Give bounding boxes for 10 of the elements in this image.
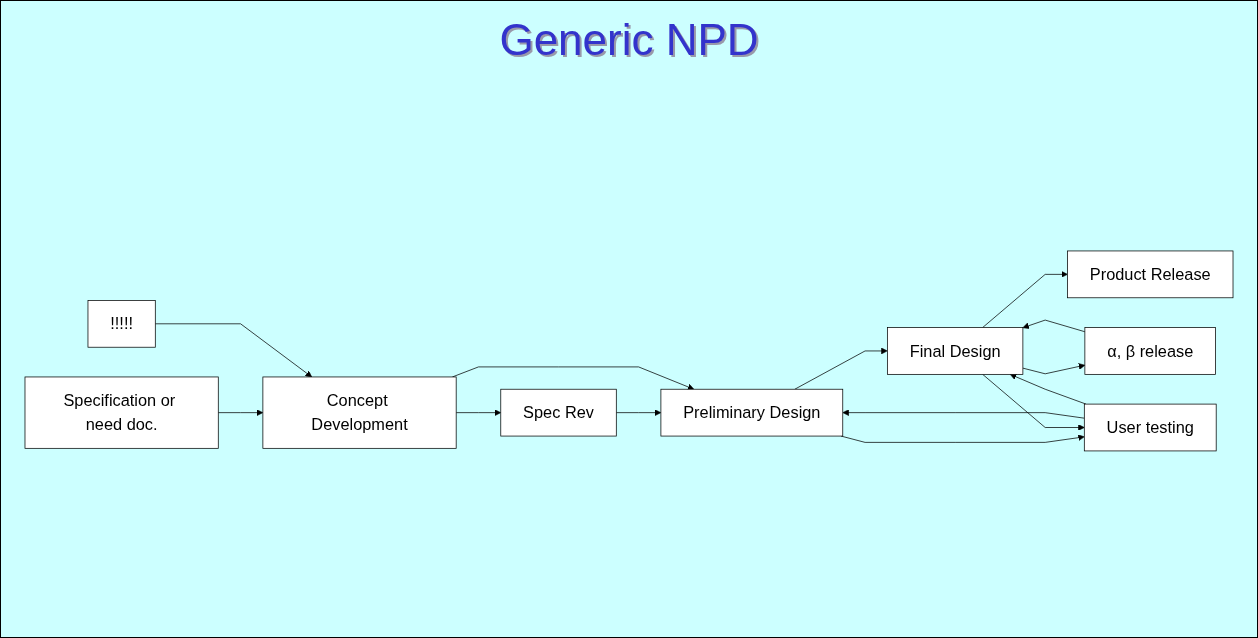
node-box: User testing: [1083, 403, 1217, 452]
node-box: !!!!!: [87, 300, 156, 348]
node-box: Product Release: [1067, 250, 1234, 299]
node-box: Preliminary Design: [660, 388, 844, 437]
diagram-title: Generic NPD: [499, 15, 759, 65]
node-box: Final Design: [887, 327, 1024, 375]
node-box: Specification or need doc.: [24, 376, 219, 449]
node-box: α, β release: [1084, 327, 1216, 375]
node-box: Spec Rev: [500, 388, 617, 437]
node-box: Concept Development: [262, 376, 457, 449]
